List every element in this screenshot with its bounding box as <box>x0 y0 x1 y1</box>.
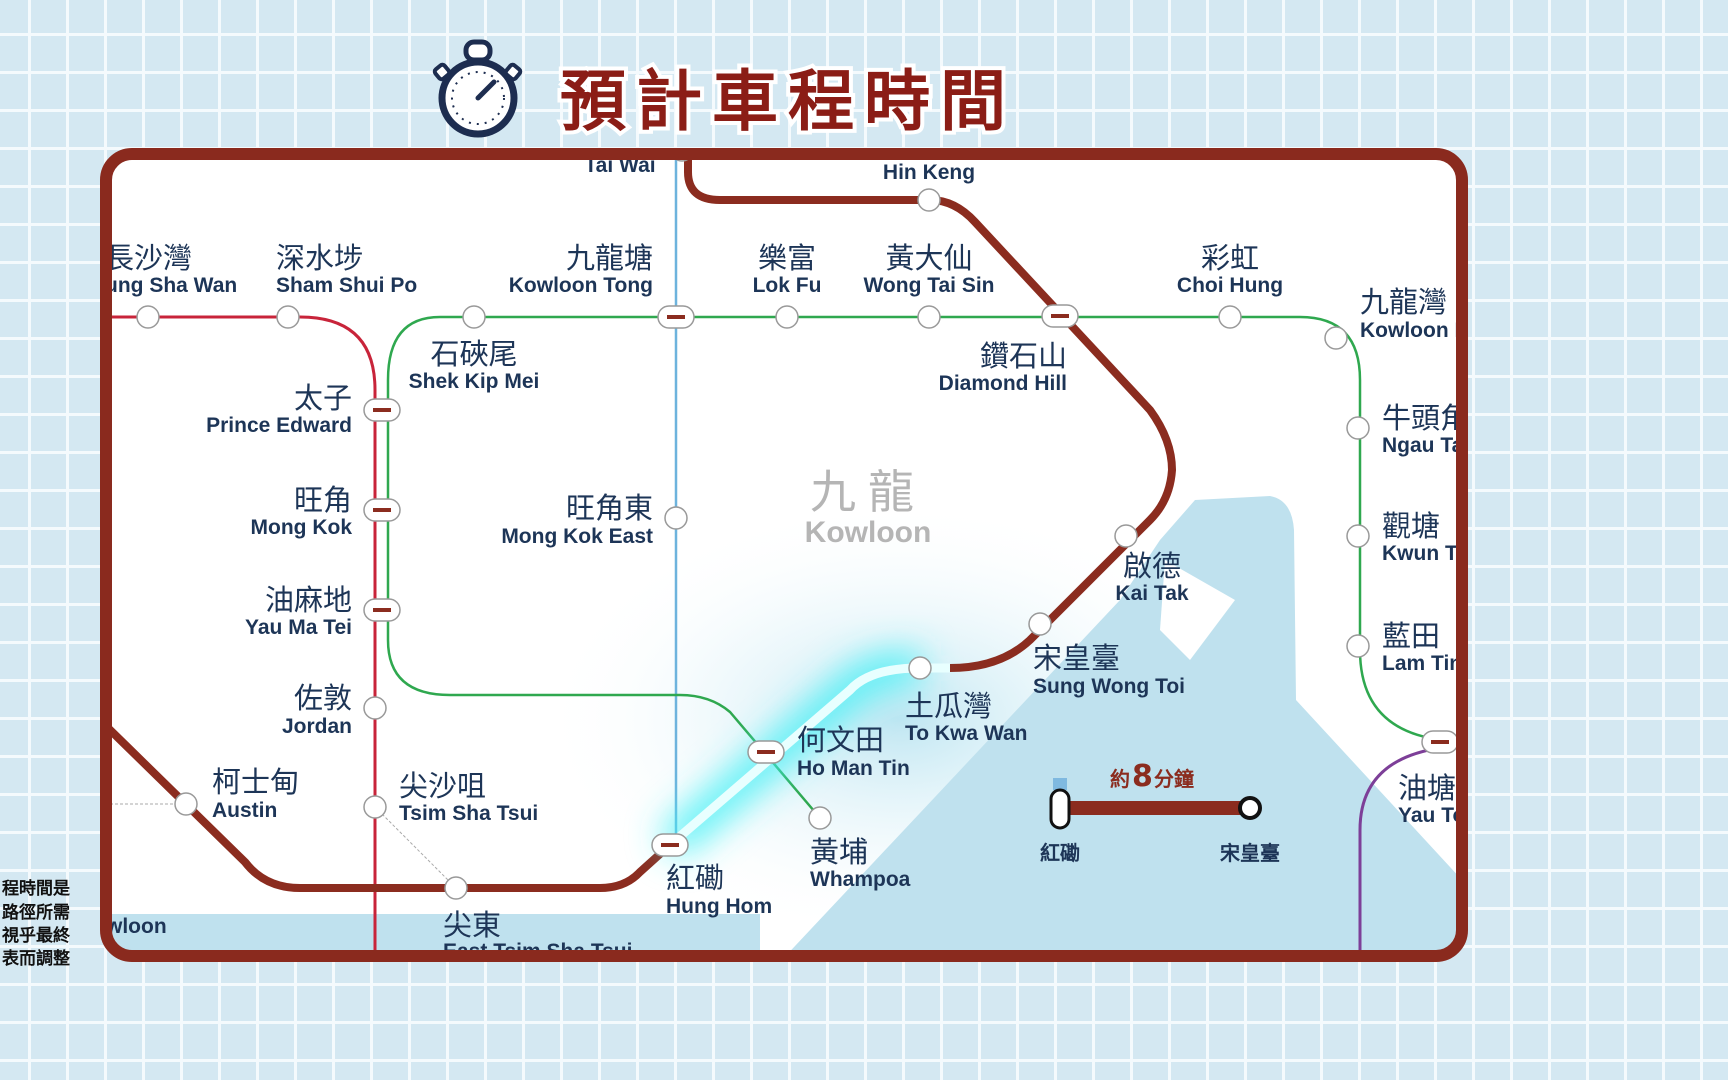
station-label-zh: 九龍塘 <box>566 241 653 275</box>
walkway <box>106 803 457 889</box>
station-label-en: Choi Hung <box>1177 274 1283 297</box>
station-whampoa[interactable] <box>808 806 832 830</box>
journey-prefix: 約 <box>1110 767 1130 791</box>
station-mong-kok-east[interactable] <box>664 506 688 530</box>
station-label-en: Wong Tai Sin <box>863 274 994 297</box>
svg-text:表而調整: 表而調整 <box>2 948 70 969</box>
station-label-zh: 長沙灣 <box>105 241 192 275</box>
station-label-en: Lok Fu <box>753 274 822 297</box>
station-label-zh: 何文田 <box>797 723 884 757</box>
station-label-en: Sung Wong Toi <box>1033 675 1185 698</box>
station-label-zh: 石硤尾 <box>430 337 517 371</box>
station-kai-tak[interactable] <box>1114 524 1138 548</box>
station-sham-shui-po[interactable] <box>276 305 300 329</box>
station-label-en: Yau To <box>1398 804 1465 827</box>
station-east-tsim-sha-tsui[interactable] <box>444 876 468 900</box>
page-title: 預計車程時間 <box>560 63 1016 140</box>
station-label-en: Jordan <box>282 715 352 738</box>
station-ngau-ta[interactable] <box>1346 416 1370 440</box>
station-label-en: Lam Tin <box>1382 652 1462 675</box>
station-label-en: Kowloon Tong <box>509 274 653 297</box>
station-label-zh: 柯士甸 <box>212 765 299 799</box>
journey-from: 紅磡 <box>1040 841 1080 865</box>
station-label-zh: 油塘 <box>1398 771 1456 805</box>
station-label-zh: 旺角 <box>294 483 352 517</box>
station-label-zh: 尖沙咀 <box>399 769 486 803</box>
station-label-en: ung Sha Wan <box>105 274 237 297</box>
journey-to: 宋皇臺 <box>1220 841 1280 865</box>
station-label-zh: 尖東 <box>443 908 501 942</box>
station-tsim-sha-tsui[interactable] <box>363 795 387 819</box>
station-label-en: Hung Hom <box>666 895 772 918</box>
edge-district-en: wloon <box>105 915 167 938</box>
station-label-zh: 佐敦 <box>294 681 352 715</box>
station-label-zh: 紅磡 <box>666 861 724 895</box>
station-label-en: Austin <box>212 799 277 822</box>
journey-suffix: 分鐘 <box>1154 767 1194 791</box>
station-austin[interactable] <box>174 792 198 816</box>
station-label-zh: 觀塘 <box>1382 509 1440 543</box>
station-label-en: Shek Kip Mei <box>409 370 540 393</box>
station-label-en: Tsim Sha Tsui <box>399 802 538 825</box>
station-to-kwa-wan[interactable] <box>908 656 932 680</box>
station-label-en: Kwun To <box>1382 542 1469 565</box>
station-label-en: Mong Kok <box>251 516 353 539</box>
station-choi-hung[interactable] <box>1218 305 1242 329</box>
kwun-tong-line <box>386 315 1443 819</box>
station-label-en: Whampoa <box>810 868 911 891</box>
station-lam-tin[interactable] <box>1346 634 1370 658</box>
station-ung-sha-wan[interactable] <box>136 305 160 329</box>
station-label-en: Hin Keng <box>883 161 975 184</box>
station-label-zh: 太子 <box>294 381 352 415</box>
svg-text:程時間是: 程時間是 <box>2 878 70 899</box>
station-label-zh: 彩虹 <box>1201 241 1259 275</box>
station-sung-wong-toi[interactable] <box>1028 612 1052 636</box>
svg-text:視乎最終: 視乎最終 <box>1 925 71 946</box>
station-label-zh: 旺角東 <box>566 491 653 525</box>
station-label-zh: 藍田 <box>1382 619 1440 653</box>
journey-minutes: 8 <box>1132 759 1153 794</box>
district-en: Kowloon <box>805 516 932 549</box>
station-label-zh: 油麻地 <box>265 583 352 617</box>
station-label-en: Kowloon B <box>1360 319 1470 342</box>
station-label-en: Yau Ma Tei <box>245 616 352 639</box>
station-kwun-to[interactable] <box>1346 524 1370 548</box>
station-label-en: Ngau Ta <box>1382 434 1464 457</box>
station-label-en: To Kwa Wan <box>905 722 1028 745</box>
tseung-kwan-o-line <box>1358 746 1441 956</box>
station-lok-fu[interactable] <box>775 305 799 329</box>
harbour-water <box>106 496 1462 956</box>
tuen-ma-line <box>684 154 1177 672</box>
station-hin-keng[interactable] <box>917 188 941 212</box>
station-label-zh: 土瓜灣 <box>905 689 992 723</box>
station-label-zh: 黃埔 <box>810 835 868 869</box>
station-label-zh: 宋皇臺 <box>1033 641 1120 675</box>
station-label-zh: 黃大仙 <box>885 241 972 275</box>
station-label-en: Diamond Hill <box>939 372 1067 395</box>
station-label-en: Sham Shui Po <box>276 274 417 297</box>
tsuen-wan-line <box>106 315 377 956</box>
journey-legend: 約 8 分鐘 紅磡 宋皇臺 <box>1040 759 1280 865</box>
station-shek-kip-mei[interactable] <box>462 305 486 329</box>
station-label-zh: 牛頭角 <box>1382 401 1469 435</box>
svg-text:路徑所需: 路徑所需 <box>2 902 70 923</box>
station-jordan[interactable] <box>363 696 387 720</box>
map-frame <box>100 148 1468 962</box>
station-label-en: Ho Man Tin <box>797 757 910 780</box>
station-label-en: Prince Edward <box>206 414 352 437</box>
station-label-zh: 鑽石山 <box>980 339 1067 373</box>
station-kowloon-b[interactable] <box>1324 326 1348 350</box>
district-zh: 九龍 <box>810 465 926 519</box>
station-label-en: Mong Kok East <box>501 525 653 548</box>
station-label-zh: 樂富 <box>758 241 816 275</box>
side-note: 程時間是 路徑所需 視乎最終 表而調整 <box>1 878 71 969</box>
tuen-ma-line-south <box>106 722 673 892</box>
station-label-en: Kai Tak <box>1115 582 1188 605</box>
station-label-zh: 深水埗 <box>276 241 363 275</box>
stopwatch-icon <box>432 39 523 138</box>
station-label-zh: 啟德 <box>1123 549 1181 583</box>
station-wong-tai-sin[interactable] <box>917 305 941 329</box>
station-label-zh: 九龍灣 <box>1360 285 1447 319</box>
